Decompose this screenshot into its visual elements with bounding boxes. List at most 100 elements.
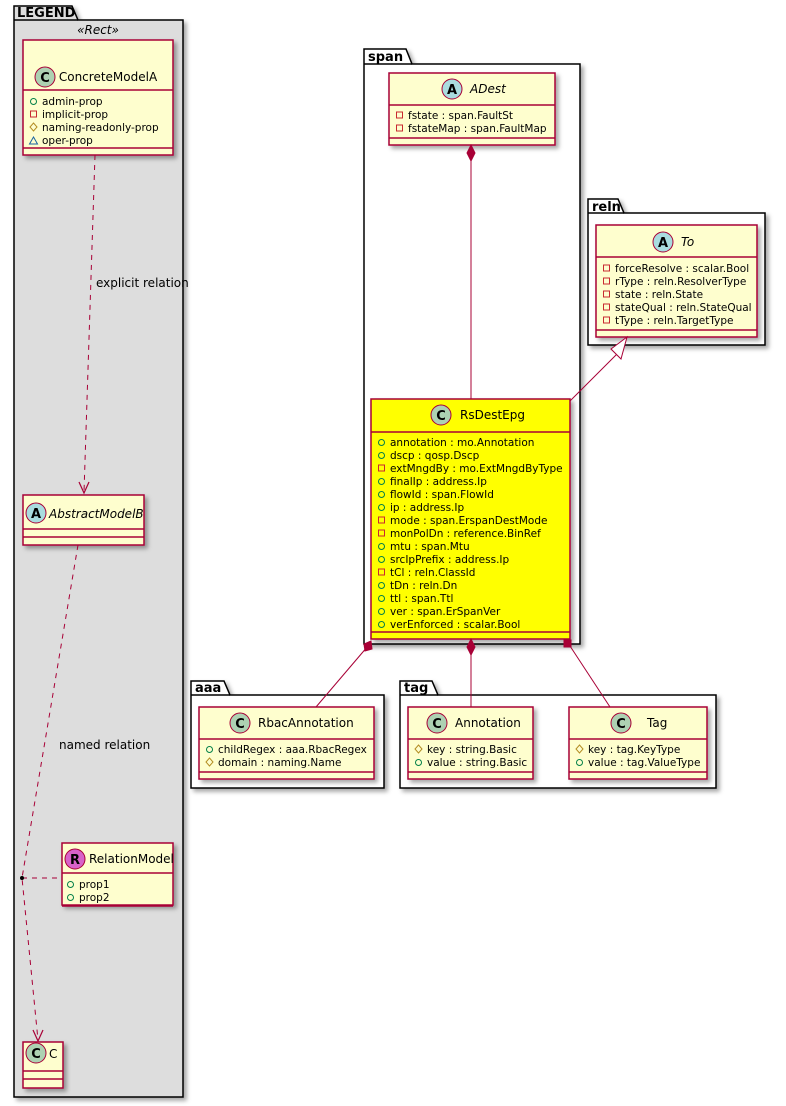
relation-badge-icon	[64, 848, 86, 870]
attribute-text: key : string.Basic	[427, 744, 517, 756]
class-name: Annotation	[455, 716, 521, 730]
composition-rsdestepg-annotation	[466, 637, 476, 707]
attribute-text: prop1	[79, 879, 110, 891]
private-visibility-icon	[603, 264, 610, 272]
public-visibility-icon	[378, 582, 385, 589]
attribute-text: tCl : reln.ClassId	[390, 567, 475, 579]
public-visibility-icon	[30, 98, 37, 105]
public-visibility-icon	[415, 759, 422, 766]
private-visibility-icon	[396, 111, 403, 119]
public-visibility-icon	[576, 759, 583, 766]
class-name: To	[681, 235, 694, 249]
attribute-text: mode : span.ErspanDestMode	[390, 515, 547, 527]
class-name: C	[49, 1047, 57, 1061]
attribute-text: flowId : span.FlowId	[390, 489, 494, 501]
attribute-text: monPolDn : reference.BinRef	[390, 528, 541, 540]
attribute-text: ip : address.Ip	[390, 502, 464, 514]
span-package-name: span	[368, 50, 403, 65]
public-visibility-icon	[378, 478, 385, 485]
class-badge-icon	[610, 712, 632, 734]
class-badge-icon	[430, 404, 452, 426]
public-visibility-icon	[378, 608, 385, 615]
attribute-text: implicit-prop	[42, 109, 108, 121]
private-visibility-icon	[603, 277, 610, 285]
class-badge-letter: R	[70, 853, 80, 868]
class-badge-letter: A	[31, 507, 41, 522]
abstract-badge-icon	[652, 231, 674, 253]
class-name: ADest	[469, 82, 507, 96]
class-rsdestepg[interactable]: C RsDestEpg annotation : mo.Annotationds…	[370, 398, 571, 640]
public-visibility-icon	[378, 491, 385, 498]
class-c[interactable]: C C	[22, 1041, 64, 1089]
private-visibility-icon	[603, 303, 610, 311]
protected-visibility-icon	[414, 744, 423, 754]
public-visibility-icon	[378, 439, 385, 446]
attribute-text: rType : reln.ResolverType	[615, 276, 746, 288]
class-badge-icon	[426, 712, 448, 734]
class-name: Tag	[646, 716, 667, 730]
attribute-text: srcIpPrefix : address.Ip	[390, 554, 510, 566]
named-relation-label: named relation	[59, 738, 150, 752]
class-badge-letter: C	[432, 717, 442, 732]
class-badge-letter: A	[447, 83, 457, 98]
abstract-badge-icon	[25, 502, 47, 524]
attribute-text: admin-prop	[42, 96, 103, 108]
protected-visibility-icon	[29, 122, 38, 132]
attribute-text: state : reln.State	[615, 289, 703, 301]
private-visibility-icon	[378, 516, 385, 524]
attribute-text: stateQual : reln.StateQual	[615, 302, 752, 314]
composition-adest-rsdestepg	[466, 143, 476, 399]
class-badge-letter: C	[436, 409, 446, 424]
attribute-text: childRegex : aaa.RbacRegex	[218, 744, 367, 756]
legend-package-name: LEGEND	[17, 6, 76, 21]
class-name: RbacAnnotation	[258, 716, 354, 730]
attribute-text: fstate : span.FaultSt	[408, 110, 513, 122]
abstract-badge-icon	[441, 78, 463, 100]
attribute-text: mtu : span.Mtu	[390, 541, 470, 553]
composition-rsdestepg-rbac	[315, 640, 373, 708]
class-name: AbstractModelB	[48, 507, 144, 521]
private-visibility-icon	[603, 290, 610, 298]
attribute-text: key : tag.KeyType	[588, 744, 680, 756]
private-visibility-icon	[396, 124, 403, 132]
attribute-text: annotation : mo.Annotation	[390, 437, 534, 449]
class-badge-letter: A	[658, 236, 668, 251]
public-visibility-icon	[67, 894, 74, 901]
attribute-text: value : tag.ValueType	[588, 757, 700, 769]
attribute-text: forceResolve : scalar.Bool	[615, 263, 749, 275]
named-relation-edge: named relation	[20, 544, 150, 1043]
attribute-text: ver : span.ErSpanVer	[390, 606, 501, 618]
legend-stereotype: «Rect»	[77, 23, 119, 37]
public-visibility-icon	[378, 543, 385, 550]
private-visibility-icon	[378, 568, 385, 576]
class-badge-icon	[34, 66, 56, 88]
class-badge-letter: C	[31, 1047, 41, 1062]
public-visibility-icon	[378, 504, 385, 511]
attribute-text: extMngdBy : mo.ExtMngdByType	[390, 463, 563, 475]
class-name: RsDestEpg	[460, 408, 525, 422]
class-badge-letter: C	[616, 717, 626, 732]
generalization-rsdestepg-to	[569, 335, 628, 402]
class-rbac-annotation[interactable]: C RbacAnnotation childRegex : aaa.RbacRe…	[198, 706, 375, 780]
reln-package-name: reln	[592, 200, 621, 215]
private-visibility-icon	[378, 529, 385, 537]
attribute-text: naming-readonly-prop	[42, 122, 159, 134]
private-visibility-icon	[603, 316, 610, 324]
public-visibility-icon	[378, 621, 385, 628]
class-badge-letter: C	[235, 717, 245, 732]
attribute-text: dscp : qosp.Dscp	[390, 450, 480, 462]
protected-visibility-icon	[575, 744, 584, 754]
class-badge-icon	[25, 1042, 47, 1064]
attribute-text: ttl : span.Ttl	[390, 593, 453, 605]
package-visibility-icon	[28, 135, 39, 145]
public-visibility-icon	[378, 595, 385, 602]
class-abstract-model-b[interactable]: A AbstractModelB	[22, 494, 145, 546]
private-visibility-icon	[378, 464, 385, 472]
class-concrete-model-a[interactable]: C ConcreteModelA admin-propimplicit-prop…	[22, 39, 174, 156]
